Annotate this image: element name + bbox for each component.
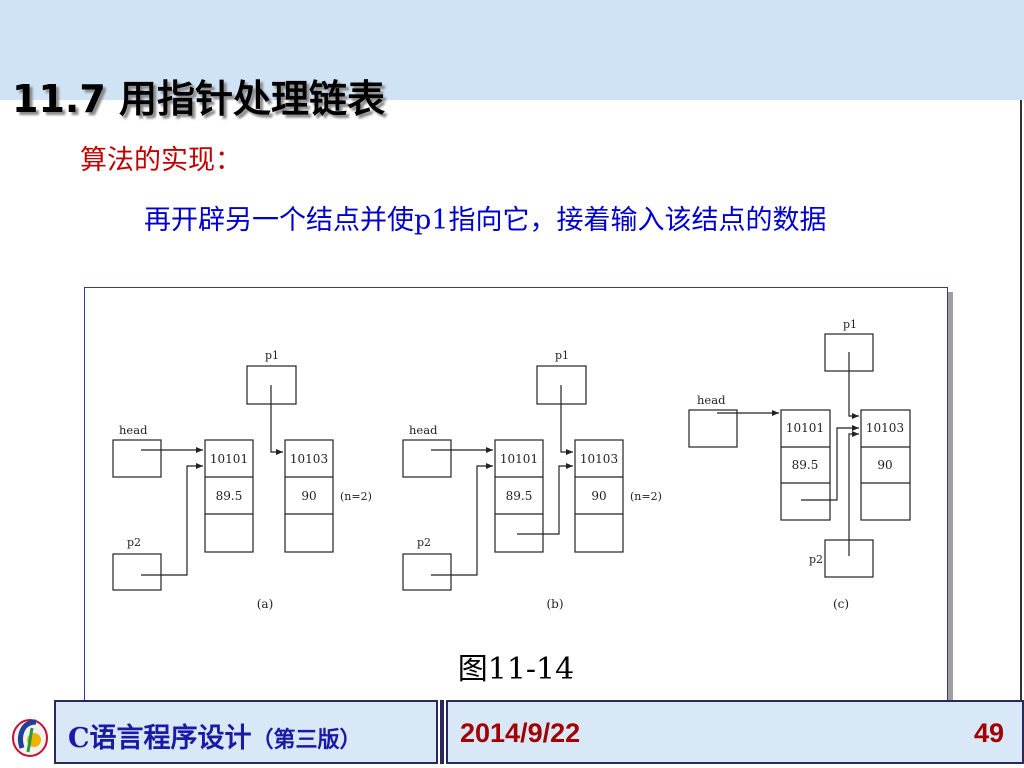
panel-label: (b): [546, 597, 563, 611]
p2-arrow: [141, 463, 203, 576]
panel-label: (a): [257, 597, 274, 611]
count-note: (n=2): [630, 490, 662, 503]
p2-box: [402, 553, 452, 591]
linked-list-diagram: p1 head p2 10101 89.5 10103 90 (n=2) (a): [112, 318, 911, 611]
node-2-score: 90: [877, 458, 892, 472]
node-2-num: 10103: [290, 452, 328, 466]
slide-right-border: [1020, 100, 1022, 700]
panel-c: [688, 333, 911, 578]
count-note: (n=2): [340, 490, 372, 503]
footer-separator: [440, 700, 444, 764]
panel-a: [112, 365, 334, 591]
node-1-num: 10101: [210, 452, 248, 466]
node-1-score: 89.5: [216, 489, 243, 503]
footer: C语言程序设计（第三版） 2014/9/22 49: [0, 700, 1024, 768]
p1-label: p1: [843, 318, 857, 331]
p2-arrow: [848, 431, 859, 556]
panel-b: [402, 365, 624, 591]
node-2: [860, 409, 911, 521]
head-label: head: [119, 423, 148, 437]
node-2-score: 90: [591, 489, 606, 503]
head-box: [402, 439, 452, 478]
p2-label: p2: [127, 536, 141, 549]
publisher-logo-icon: [12, 719, 48, 757]
footer-date-box: 2014/9/22 49: [446, 700, 1024, 764]
node-2-score: 90: [301, 489, 316, 503]
page-number: 49: [973, 718, 1004, 748]
p2-label: p2: [417, 536, 431, 549]
p1-arrow: [848, 352, 859, 419]
p2-label: p2: [809, 553, 823, 566]
node-1-num: 10101: [786, 421, 824, 435]
node-2-num: 10103: [866, 421, 904, 435]
title-band: [0, 0, 1024, 100]
book-title-wrap: C语言程序设计（第三版）: [68, 716, 362, 755]
subheading: 算法的实现：: [80, 145, 242, 176]
node-2: [574, 439, 624, 553]
head-label: head: [697, 393, 726, 407]
p1-arrow: [270, 385, 283, 455]
head-box: [688, 409, 738, 448]
panel-label: (c): [833, 597, 849, 611]
node-2-num: 10103: [580, 452, 618, 466]
node-1-score: 89.5: [792, 458, 819, 472]
footer-date: 2014/9/22: [460, 718, 581, 748]
link-arrow: [801, 425, 859, 501]
node-1-score: 89.5: [506, 489, 533, 503]
footer-book-box: C语言程序设计（第三版）: [54, 700, 438, 764]
link-arrow: [517, 463, 573, 535]
node-1: [494, 439, 544, 553]
node-2: [284, 439, 334, 553]
head-label: head: [409, 423, 438, 437]
slide-title: 11.7 用指针处理链表: [12, 77, 385, 121]
p1-label: p1: [555, 349, 569, 362]
p2-box: [112, 553, 162, 591]
book-title: C语言程序设计: [68, 723, 252, 754]
figure-frame: p1 head p2 10101 89.5 10103 90 (n=2) (a): [84, 287, 948, 707]
p1-arrow: [560, 385, 573, 455]
p2-arrow: [431, 463, 493, 576]
figure-caption: 图11-14: [457, 652, 575, 687]
head-box: [112, 439, 162, 478]
node-1: [780, 409, 831, 521]
node-1-num: 10101: [500, 452, 538, 466]
node-1: [204, 439, 254, 553]
book-edition: （第三版）: [251, 727, 362, 753]
body-text: 再开辟另一个结点并使p1指向它，接着输入该结点的数据: [144, 205, 827, 236]
p1-label: p1: [265, 349, 279, 362]
